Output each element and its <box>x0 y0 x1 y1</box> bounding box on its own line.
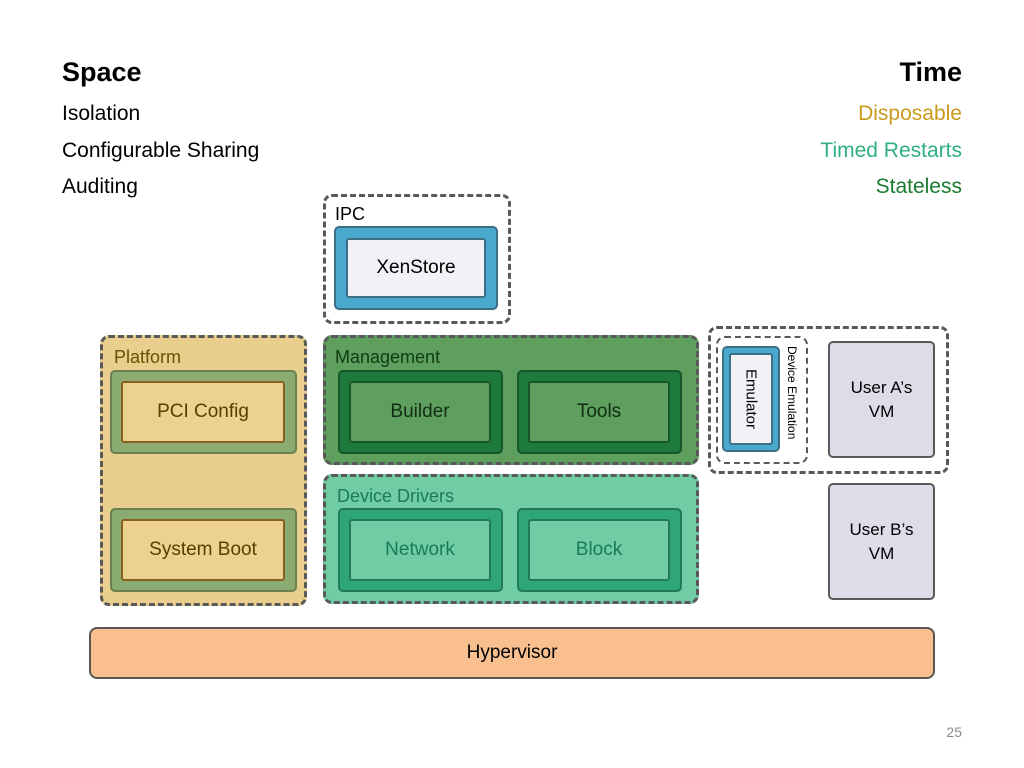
ipc-label: IPC <box>335 204 366 224</box>
time-item-disposable: Disposable <box>858 102 962 125</box>
management-label: Management <box>335 347 441 367</box>
platform-label: Platform <box>114 347 182 367</box>
device-emulation-group <box>716 336 808 464</box>
system-boot-box: System Boot <box>121 519 285 581</box>
emulator-label: Emulator <box>742 368 760 430</box>
ipc-group <box>323 194 511 324</box>
device-emulation-label: Device Emulation <box>785 346 799 440</box>
pci-config-box: PCI Config <box>121 381 285 443</box>
page-number: 25 <box>946 724 962 740</box>
xenstore-box: XenStore <box>346 238 486 298</box>
time-item-stateless: Stateless <box>875 175 962 198</box>
time-item-timed-restarts: Timed Restarts <box>820 139 962 162</box>
space-heading: Space <box>62 57 142 87</box>
device-emulation-label-wrap: Device Emulation <box>782 346 802 456</box>
block-box: Block <box>528 519 670 581</box>
time-heading: Time <box>899 57 962 87</box>
space-item-configurable-sharing: Configurable Sharing <box>62 139 260 162</box>
space-item-auditing: Auditing <box>62 175 138 198</box>
space-item-isolation: Isolation <box>62 102 141 125</box>
builder-box: Builder <box>349 381 491 443</box>
user-a-group <box>708 326 949 474</box>
network-box: Network <box>349 519 491 581</box>
device-drivers-label: Device Drivers <box>337 486 455 506</box>
tools-box: Tools <box>528 381 670 443</box>
hypervisor-bar: Hypervisor <box>89 627 935 679</box>
emulator-box: Emulator <box>729 353 773 445</box>
